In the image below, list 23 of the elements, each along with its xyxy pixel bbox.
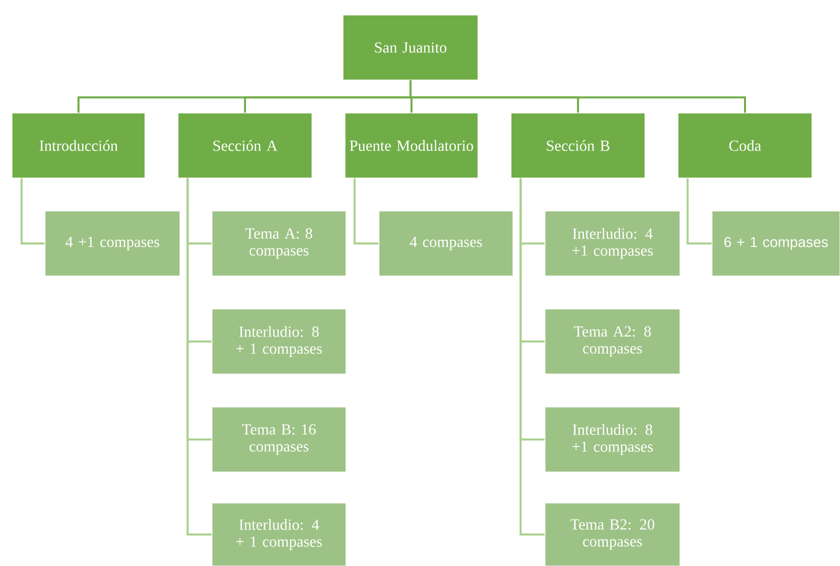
section-box: Sección A [178, 112, 312, 178]
connector-line [354, 178, 379, 244]
measure-box: 6 + 1 compases [712, 210, 840, 276]
title-box: San Juanito [342, 14, 478, 80]
measure-box: 4 +1 compases [44, 210, 180, 276]
section-box: Puente Modulatorio [344, 112, 478, 178]
connector-line [186, 178, 212, 536]
measure-box: Tema B2: 20 compases [544, 502, 680, 566]
measure-box: Tema B: 16 compases [212, 406, 346, 472]
section-box: Sección B [510, 112, 646, 178]
section-box: Introducción [12, 112, 146, 178]
section-box: Coda [678, 112, 812, 178]
connector-line [410, 80, 746, 113]
measure-box: Interludio: 4 + 1 compases [212, 502, 346, 566]
measure-box: Interludio: 8 +1 compases [544, 406, 680, 472]
measure-box: 4 compases [378, 210, 514, 276]
connector-line [686, 178, 712, 244]
measure-box: Tema A2: 8 compases [544, 308, 680, 374]
connector-line [20, 178, 45, 244]
connector-line [520, 178, 545, 536]
measure-box: Tema A: 8 compases [212, 210, 346, 276]
measure-box: Interludio: 8 + 1 compases [212, 308, 346, 374]
measure-box: Interludio: 4 +1 compases [544, 210, 680, 276]
